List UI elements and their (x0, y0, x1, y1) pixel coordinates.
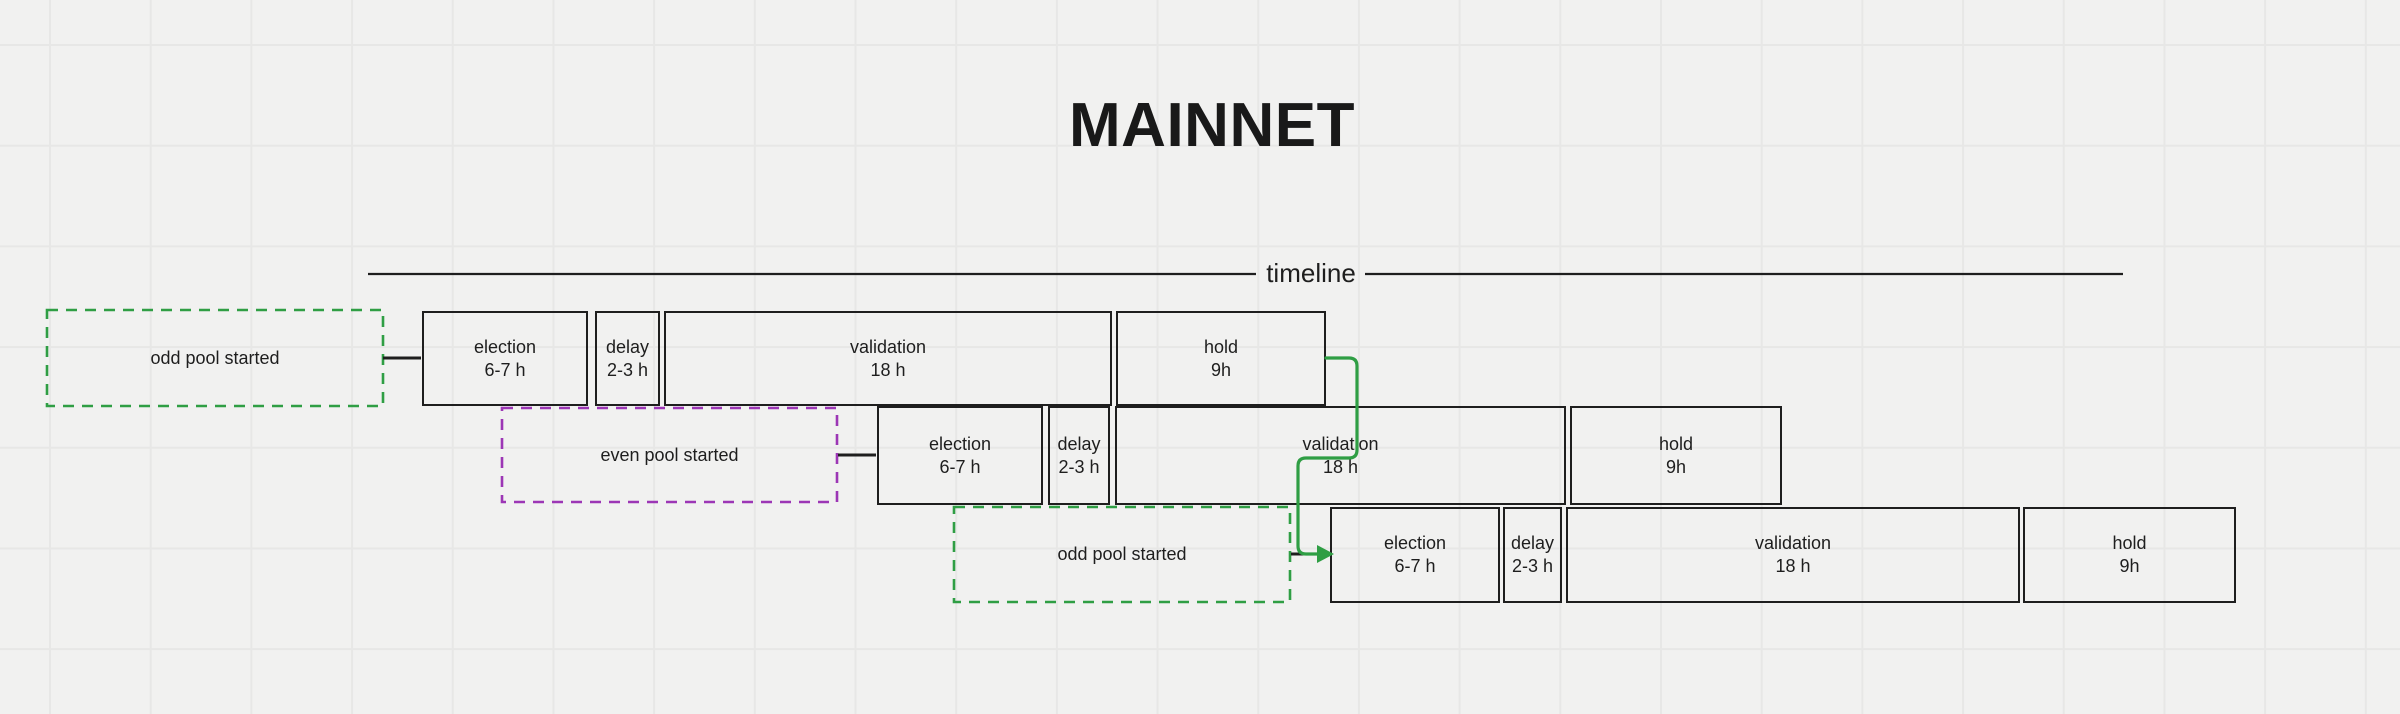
row2-validation-box: validation 18 h (1115, 406, 1566, 505)
phase-duration: 9h (1210, 359, 1232, 380)
phase-name: election (1383, 533, 1447, 553)
odd-pool-started-label-2: odd pool started (1057, 544, 1187, 564)
row2-delay-box: delay 2-3 h (1048, 406, 1110, 505)
phase-name: hold (1658, 433, 1694, 454)
phase-duration: 18 h (1322, 456, 1359, 477)
row2-election-box: election 6-7 h (877, 406, 1043, 505)
phase-name: validation (849, 336, 927, 357)
phase-duration: 6-7 h (484, 359, 526, 380)
phase-name: delay (1057, 433, 1101, 454)
phase-duration: 9h (2119, 556, 2140, 576)
phase-name: delay (605, 336, 650, 357)
phase-duration: 2-3 h (1058, 456, 1100, 477)
phase-name: validation (1754, 533, 1832, 553)
phase-name: election (928, 433, 992, 454)
timeline-label: timeline (1266, 258, 1356, 288)
phase-duration: 2-3 h (606, 359, 649, 380)
even-pool-started-label: even pool started (600, 444, 739, 465)
phase-duration: 9h (1665, 456, 1687, 477)
phase-name: delay (1510, 533, 1555, 553)
row2-hold-box: hold 9h (1570, 406, 1782, 505)
row1-delay-box: delay 2-3 h (595, 311, 660, 406)
row3-election-box: election 6-7 h (1330, 507, 1500, 603)
row1-election-box: election 6-7 h (422, 311, 588, 406)
phase-name: hold (2112, 533, 2147, 553)
phase-duration: 6-7 h (939, 456, 981, 477)
row1-hold-box: hold 9h (1116, 311, 1326, 406)
row3-delay-box: delay 2-3 h (1503, 507, 1562, 603)
phase-name: election (473, 336, 537, 357)
odd-pool-started-label-1: odd pool started (150, 347, 280, 368)
phase-name: validation (1302, 433, 1379, 454)
row3-hold-box: hold 9h (2023, 507, 2236, 603)
diagram-title: MAINNET (1069, 91, 1355, 160)
row3-validation-box: validation 18 h (1566, 507, 2020, 603)
phase-duration: 18 h (1775, 556, 1811, 576)
phase-duration: 6-7 h (1394, 556, 1436, 576)
phase-duration: 2-3 h (1511, 556, 1554, 576)
row1-validation-box: validation 18 h (664, 311, 1112, 406)
phase-name: hold (1203, 336, 1239, 357)
phase-duration: 18 h (870, 359, 906, 380)
